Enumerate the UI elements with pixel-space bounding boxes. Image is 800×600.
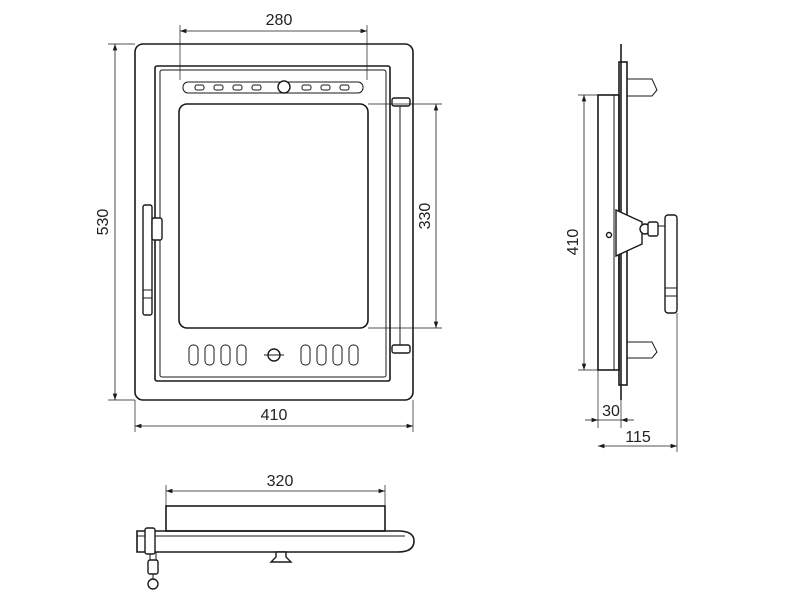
front-inner-panel-lip: [159, 69, 387, 378]
dim-label-280: 280: [266, 12, 293, 29]
side-view: 410 30 115: [565, 44, 678, 452]
dim-front-slot-width: 280: [179, 12, 368, 80]
dim-side-flange-depth: 30: [585, 370, 634, 428]
bottom-air-vent: [188, 344, 359, 366]
top-view: 320: [136, 473, 415, 590]
top-vent-knob: [277, 80, 291, 94]
top-air-vent: [182, 80, 364, 94]
dim-front-inner-height: 330: [368, 103, 442, 329]
dim-label-530: 530: [95, 209, 112, 236]
top-vent-knob-profile: [269, 551, 293, 563]
front-inner-panel: [154, 65, 391, 382]
top-handle: [144, 527, 159, 590]
hinges: [391, 97, 411, 354]
top-firebox-insert: [165, 505, 386, 532]
dim-top-width: 320: [165, 473, 386, 506]
front-view: 280 530 330 410: [95, 12, 442, 432]
dim-label-410-height: 410: [565, 229, 582, 256]
front-outer-frame: [134, 43, 414, 401]
side-handle: [605, 208, 678, 314]
dim-label-320: 320: [267, 473, 294, 490]
dim-label-115: 115: [625, 429, 651, 446]
dim-label-330: 330: [417, 203, 434, 230]
door-handle: [142, 204, 163, 316]
dim-front-total-width: 410: [134, 400, 414, 432]
dim-label-410-width: 410: [261, 407, 288, 424]
dim-side-total-depth: 115: [598, 313, 678, 452]
top-door-plate: [136, 530, 415, 553]
dim-label-30: 30: [602, 403, 620, 420]
dim-front-total-height: 530: [95, 43, 135, 401]
glass-window: [178, 103, 369, 329]
dim-side-height: 410: [565, 94, 598, 371]
